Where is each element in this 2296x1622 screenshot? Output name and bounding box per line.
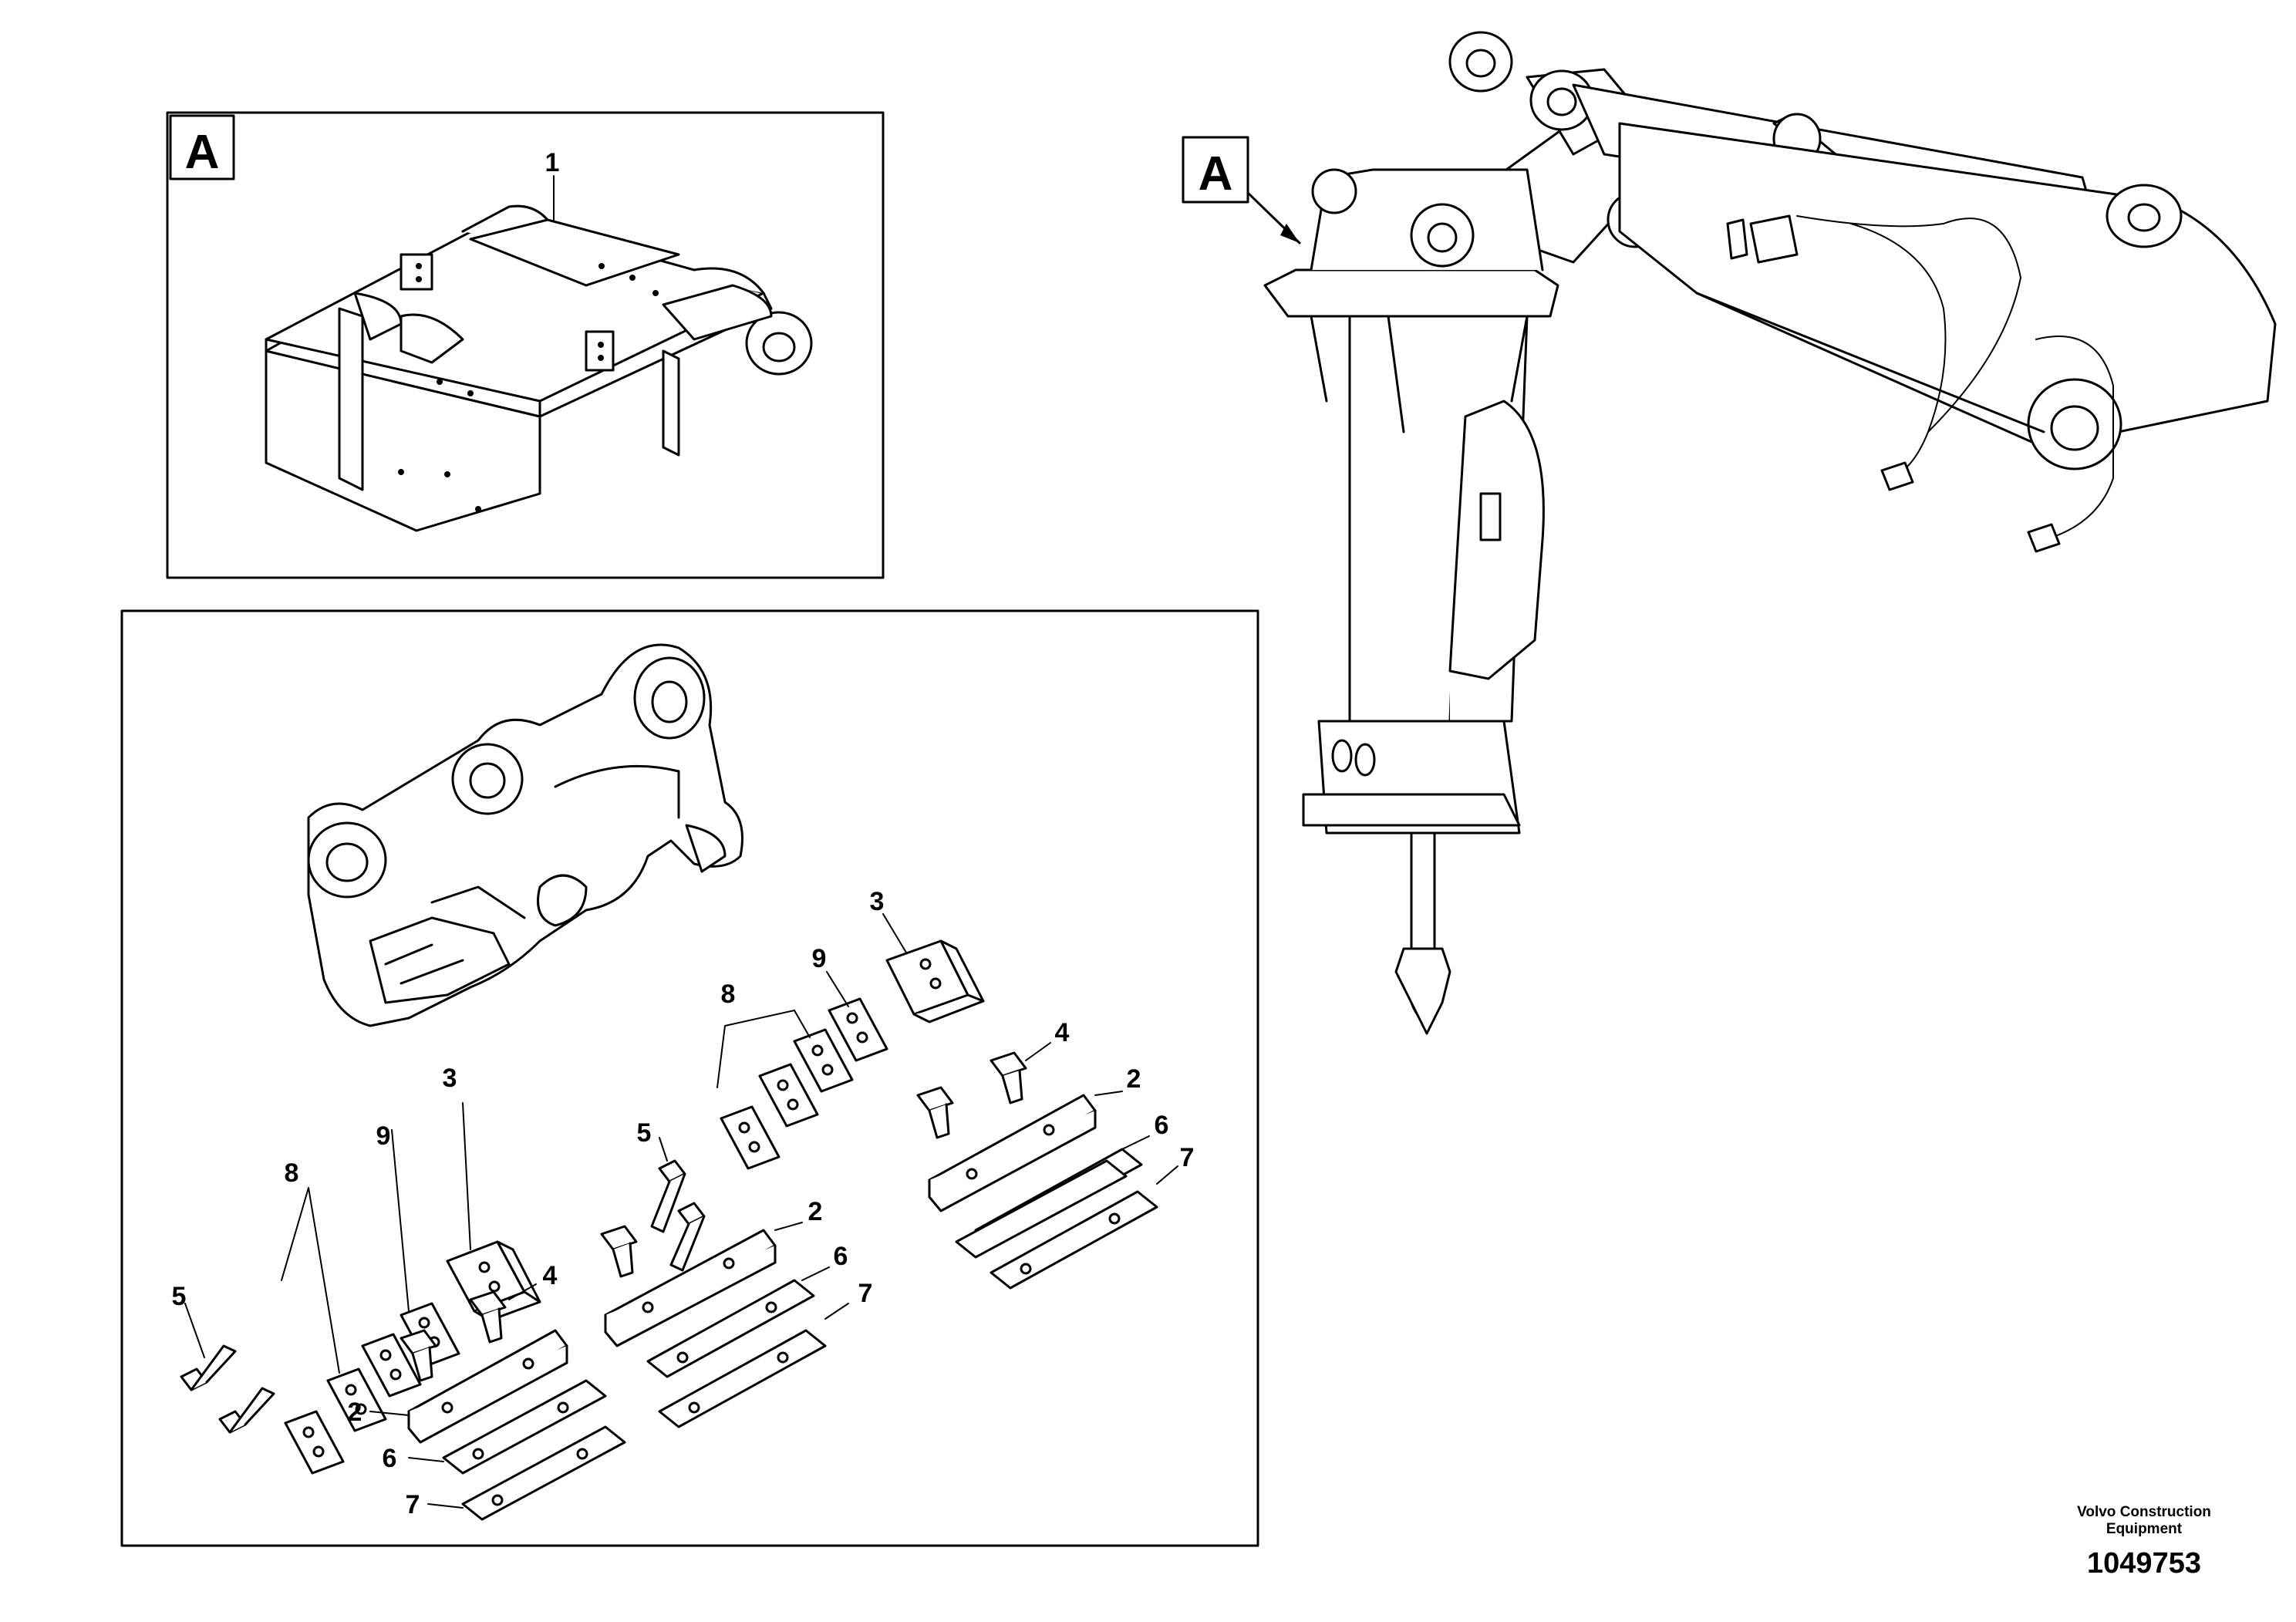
callout-6-left: 6	[383, 1444, 397, 1473]
callout-3-left: 3	[443, 1064, 457, 1093]
drawing-number: 1049753	[2087, 1547, 2201, 1580]
callout-2-left: 2	[348, 1398, 362, 1427]
fastener-group-center: 5 2 6 7	[600, 1118, 873, 1428]
callout-5-center: 5	[637, 1118, 652, 1148]
callout-8-left: 8	[285, 1158, 299, 1188]
callout-8-right: 8	[721, 980, 736, 1009]
callout-7-center: 7	[858, 1279, 873, 1308]
callout-9-left: 9	[376, 1121, 391, 1151]
callout-2-right: 2	[1127, 1064, 1141, 1094]
detail-a-frame: A	[166, 111, 885, 579]
callout-2-center: 2	[808, 1197, 823, 1226]
attachment-bracket	[307, 643, 743, 1027]
callout-7-left: 7	[406, 1490, 420, 1519]
fastener-group-right: 4 2 6 7	[916, 1018, 1195, 1290]
bracket-mounting-plate: 1	[265, 148, 813, 532]
callout-3-right: 3	[870, 887, 885, 916]
excavator-arm	[1441, 31, 2277, 553]
callout-5-left: 5	[172, 1282, 187, 1311]
callout-1: 1	[545, 148, 560, 177]
callout-4-left: 4	[543, 1261, 558, 1290]
exploded-view-frame	[120, 609, 1259, 1547]
detail-a-label: A	[185, 126, 220, 179]
brand-line-2: Equipment	[2106, 1521, 2183, 1537]
view-a-marker: A	[1182, 136, 1301, 244]
callout-6-right: 6	[1155, 1111, 1169, 1140]
fastener-group-left: 5 4 2 6 7	[172, 1261, 626, 1521]
callout-6-center: 6	[834, 1242, 848, 1271]
callout-9-right: 9	[812, 944, 827, 973]
svg-text:A: A	[1199, 147, 1233, 201]
wear-pad-group-right: 3 9 8	[716, 887, 985, 1170]
callout-4-right: 4	[1055, 1018, 1070, 1047]
hydraulic-hammer	[1263, 168, 1559, 1035]
wear-pad-group-left: 3 9 8	[281, 1064, 541, 1475]
brand-line-1: Volvo Construction	[2077, 1504, 2211, 1520]
brand-block: Volvo Construction Equipment 1049753	[2005, 1504, 2283, 1581]
callout-7-right: 7	[1180, 1143, 1195, 1172]
